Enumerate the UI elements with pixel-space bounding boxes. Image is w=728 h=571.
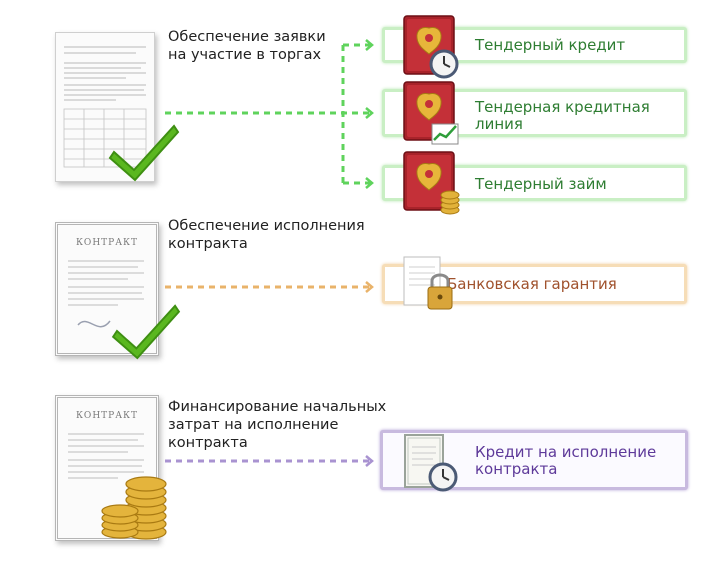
russian-coat-of-arms-book-icon xyxy=(403,151,460,215)
coins-icon xyxy=(101,476,167,540)
section-performance-label: Обеспечение исполнения контракта xyxy=(168,218,365,252)
contract-word: КОНТРАКТ xyxy=(75,411,139,421)
product-contract-credit-label: Кредит на исполнение контракта xyxy=(475,443,657,478)
section-financing-label: Финансирование начальных затрат на испол… xyxy=(168,399,387,451)
padlock-icon xyxy=(403,256,453,310)
product-tender-loan-label: Тендерный займ xyxy=(475,175,607,193)
russian-coat-of-arms-book-icon xyxy=(403,15,459,79)
contract-document-icon xyxy=(404,434,458,492)
section-application-label: Обеспечение заявки на участие в торгах xyxy=(168,29,326,63)
clock-icon xyxy=(428,462,458,492)
chart-icon xyxy=(433,125,457,141)
coins-icon xyxy=(440,190,460,215)
contract-word: КОНТРАКТ xyxy=(75,238,139,248)
tender-document-icon xyxy=(55,32,155,182)
contract-document-icon: КОНТРАКТ xyxy=(55,222,159,356)
checkmark-icon xyxy=(108,124,180,182)
product-bank-guarantee-label: Банковская гарантия xyxy=(447,275,617,293)
product-tender-credit-label: Тендерный кредит xyxy=(475,36,626,54)
product-tender-credit-line-label: Тендерная кредитная линия xyxy=(475,98,650,133)
checkmark-icon xyxy=(111,304,181,360)
russian-coat-of-arms-book-icon xyxy=(403,81,459,145)
